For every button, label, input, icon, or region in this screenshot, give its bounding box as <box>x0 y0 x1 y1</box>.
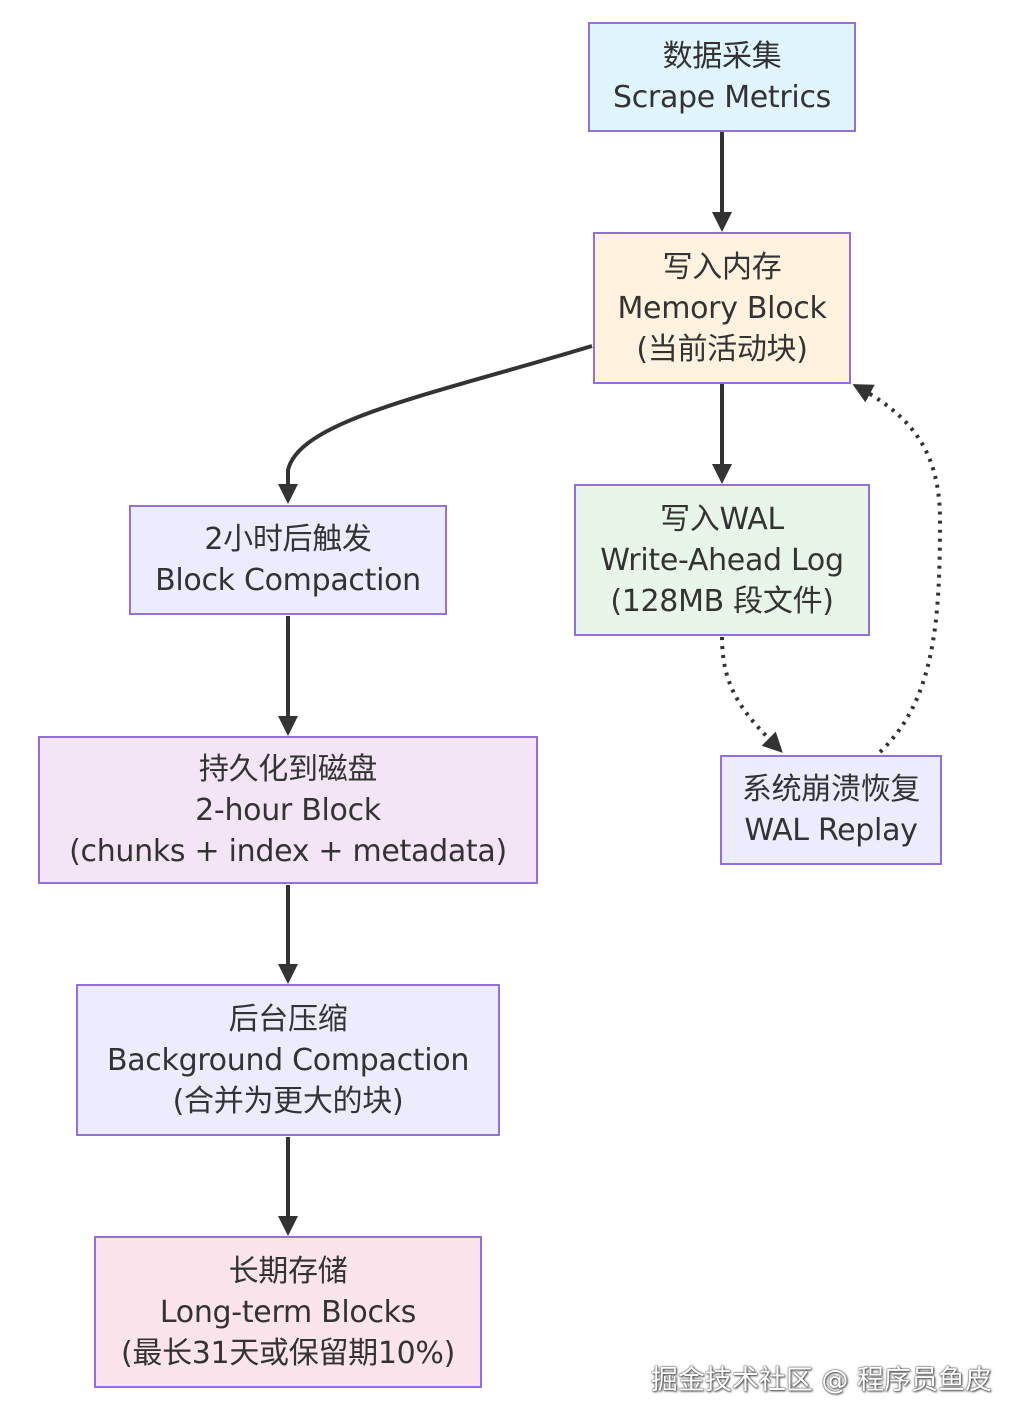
watermark-text: 掘金技术社区 @ 程序员鱼皮 <box>650 1365 992 1396</box>
node-write-wal: 写入WAL Write-Ahead Log (128MB 段文件) <box>574 484 870 636</box>
node-scrape-line2: Scrape Metrics <box>613 80 831 115</box>
node-persist-line3: (chunks + index + metadata) <box>69 833 507 869</box>
node-persist-disk: 持久化到磁盘 2-hour Block (chunks + index + me… <box>38 736 538 884</box>
node-wal-line1: 写入WAL <box>660 501 784 537</box>
node-background-line1: 后台压缩 <box>228 1001 348 1037</box>
edge-replay-to-memory <box>852 384 943 754</box>
node-background-compaction: 后台压缩 Background Compaction (合并为更大的块) <box>76 984 500 1136</box>
node-scrape-metrics: 数据采集 Scrape Metrics <box>588 22 856 132</box>
node-longterm-line1: 长期存储 <box>228 1253 348 1289</box>
node-memory-line2: Memory Block <box>617 290 827 326</box>
node-memory-line3: (当前活动块) <box>636 331 808 367</box>
node-memory-line1: 写入内存 <box>662 249 782 285</box>
node-long-term-storage: 长期存储 Long-term Blocks (最长31天或保留期10%) <box>94 1236 482 1388</box>
node-replay-line2: WAL Replay <box>744 813 918 848</box>
node-scrape-line1: 数据采集 <box>662 39 782 74</box>
node-wal-replay: 系统崩溃恢复 WAL Replay <box>720 755 942 865</box>
node-wal-line2: Write-Ahead Log <box>600 542 844 578</box>
node-persist-line2: 2-hour Block <box>195 792 381 828</box>
node-longterm-line2: Long-term Blocks <box>159 1294 417 1330</box>
node-background-line3: (合并为更大的块) <box>172 1083 404 1119</box>
node-replay-line1: 系统崩溃恢复 <box>741 772 921 807</box>
node-background-line2: Background Compaction <box>106 1042 470 1078</box>
edge-wal-to-replay <box>720 636 783 753</box>
node-compaction-line1: 2小时后触发 <box>204 522 372 557</box>
node-memory-block: 写入内存 Memory Block (当前活动块) <box>593 232 851 384</box>
node-block-compaction: 2小时后触发 Block Compaction <box>129 505 447 615</box>
node-compaction-line2: Block Compaction <box>155 563 421 598</box>
node-longterm-line3: (最长31天或保留期10%) <box>120 1335 456 1371</box>
node-wal-line3: (128MB 段文件) <box>610 583 834 619</box>
node-persist-line1: 持久化到磁盘 <box>198 751 378 787</box>
edge-memory-to-compaction <box>278 344 593 504</box>
